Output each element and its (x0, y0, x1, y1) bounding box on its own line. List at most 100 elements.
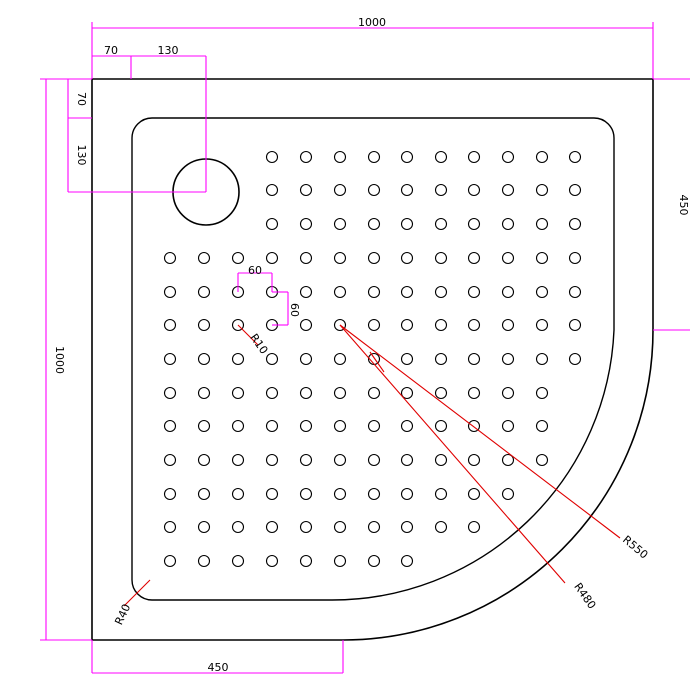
anti-slip-hole (265, 520, 279, 534)
anti-slip-hole (501, 419, 515, 433)
anti-slip-hole (467, 453, 481, 467)
dimension-drain-y: 70 130 (67, 79, 206, 193)
anti-slip-hole (333, 285, 347, 299)
anti-slip-hole (535, 285, 549, 299)
anti-slip-hole (400, 150, 414, 164)
anti-slip-hole (501, 217, 515, 231)
anti-slip-hole (265, 453, 279, 467)
anti-slip-hole (467, 251, 481, 265)
anti-slip-hole (568, 217, 582, 231)
anti-slip-hole (265, 217, 279, 231)
dimension-outer-arc-radius: R550 (339, 324, 650, 562)
anti-slip-hole (501, 150, 515, 164)
label-right-straight: 450 (677, 195, 690, 216)
anti-slip-hole (367, 183, 381, 197)
anti-slip-hole (163, 318, 177, 332)
anti-slip-hole (197, 251, 211, 265)
anti-slip-hole (333, 251, 347, 265)
anti-slip-hole (299, 554, 313, 568)
anti-slip-hole (467, 520, 481, 534)
anti-slip-hole (163, 487, 177, 501)
dimension-overall-height: 1000 (40, 78, 92, 641)
anti-slip-hole (163, 520, 177, 534)
label-overall-height: 1000 (53, 346, 66, 374)
anti-slip-hole (265, 251, 279, 265)
anti-slip-hole (434, 453, 448, 467)
label-drain-span-x: 130 (158, 44, 179, 57)
anti-slip-hole (367, 150, 381, 164)
anti-slip-hole (535, 453, 549, 467)
label-outer-arc-radius: R550 (620, 533, 650, 561)
anti-slip-hole (231, 419, 245, 433)
anti-slip-hole (434, 487, 448, 501)
anti-slip-hole (299, 318, 313, 332)
anti-slip-hole (197, 285, 211, 299)
anti-slip-hole (333, 150, 347, 164)
anti-slip-hole (568, 251, 582, 265)
dimension-bottom-straight: 450 (91, 640, 344, 674)
anti-slip-hole (400, 352, 414, 366)
anti-slip-hole (197, 352, 211, 366)
anti-slip-hole (501, 318, 515, 332)
label-hole-pitch-x: 60 (248, 264, 262, 277)
label-inner-arc-radius: R480 (571, 581, 598, 612)
anti-slip-hole (163, 285, 177, 299)
anti-slip-hole (299, 386, 313, 400)
anti-slip-hole (535, 352, 549, 366)
tray-outer-outline (91, 78, 654, 641)
anti-slip-hole (467, 183, 481, 197)
anti-slip-hole (299, 419, 313, 433)
anti-slip-hole (333, 318, 347, 332)
anti-slip-hole (400, 318, 414, 332)
anti-slip-hole (163, 386, 177, 400)
anti-slip-hole (400, 217, 414, 231)
anti-slip-hole (400, 453, 414, 467)
anti-slip-hole (400, 386, 414, 400)
anti-slip-hole (501, 251, 515, 265)
anti-slip-hole (367, 453, 381, 467)
anti-slip-hole (367, 520, 381, 534)
anti-slip-hole (367, 217, 381, 231)
anti-slip-hole (231, 386, 245, 400)
anti-slip-hole (265, 554, 279, 568)
label-bottom-straight: 450 (208, 661, 229, 674)
anti-slip-hole (231, 352, 245, 366)
anti-slip-hole (197, 386, 211, 400)
anti-slip-hole (467, 386, 481, 400)
anti-slip-hole (367, 318, 381, 332)
anti-slip-hole (299, 150, 313, 164)
label-corner-radius: R40 (112, 602, 133, 627)
anti-slip-hole (434, 318, 448, 332)
anti-slip-hole (501, 352, 515, 366)
anti-slip-hole (568, 285, 582, 299)
anti-slip-hole (501, 183, 515, 197)
anti-slip-hole (265, 419, 279, 433)
anti-slip-hole (299, 251, 313, 265)
anti-slip-hole (333, 554, 347, 568)
anti-slip-hole (367, 487, 381, 501)
anti-slip-hole (333, 183, 347, 197)
anti-slip-hole (501, 453, 515, 467)
anti-slip-hole (265, 487, 279, 501)
anti-slip-hole (367, 386, 381, 400)
anti-slip-hole (163, 419, 177, 433)
anti-slip-hole (265, 150, 279, 164)
anti-slip-hole (333, 386, 347, 400)
anti-slip-hole (299, 453, 313, 467)
anti-slip-hole (535, 386, 549, 400)
anti-slip-hole (367, 285, 381, 299)
anti-slip-hole (501, 285, 515, 299)
anti-slip-hole (400, 520, 414, 534)
anti-slip-hole (400, 487, 414, 501)
dimension-hole-pitch: 60 60 (237, 264, 301, 326)
anti-slip-hole (467, 352, 481, 366)
anti-slip-hole (299, 487, 313, 501)
anti-slip-hole (231, 251, 245, 265)
anti-slip-hole (434, 285, 448, 299)
anti-slip-hole (265, 352, 279, 366)
anti-slip-hole (467, 150, 481, 164)
anti-slip-hole (197, 520, 211, 534)
anti-slip-hole (197, 419, 211, 433)
anti-slip-hole (568, 150, 582, 164)
